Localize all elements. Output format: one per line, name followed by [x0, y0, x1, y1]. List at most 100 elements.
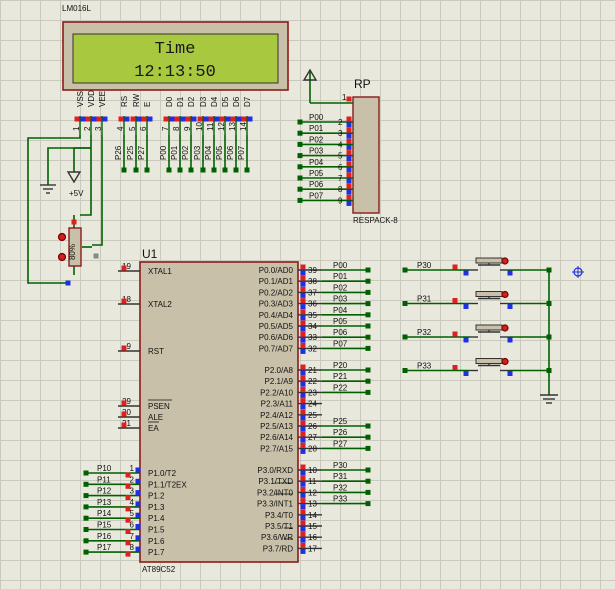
gnd-branch: [47, 147, 91, 185]
pot-label: 80%: [68, 244, 77, 260]
switch-cap[interactable]: [475, 358, 503, 364]
lcd-pin-marker: [96, 116, 102, 122]
pin-marker: [300, 415, 306, 421]
lcd-screen: [72, 33, 279, 84]
mcu-pin-name: P0.1/AD1: [259, 277, 294, 286]
lcd-pin-marker: [102, 116, 108, 122]
pin-marker: [452, 331, 458, 337]
lcd-pin-marker: [191, 116, 197, 122]
mcu-pin-num: 37: [308, 288, 317, 297]
switch-indicator-icon: [501, 257, 509, 265]
mcu-pin-name: P3.5/T1: [265, 522, 294, 531]
pin-marker: [300, 375, 306, 381]
lcd-pin-marker: [230, 116, 236, 122]
mcu-body[interactable]: [139, 261, 299, 563]
mcu-pin-num: 13: [308, 500, 317, 509]
mcu-pin-name: P1.4: [148, 514, 165, 523]
lcd-pin-num: 4: [116, 126, 125, 131]
potentiometer-body[interactable]: [68, 227, 82, 267]
net-terminal: [365, 345, 371, 351]
mcu-pin-name: P3.1/TXD: [258, 477, 293, 486]
net-terminal: [200, 167, 206, 173]
pin-marker: [300, 475, 306, 481]
net-terminal: [365, 478, 371, 484]
pin-marker: [300, 275, 306, 281]
net-terminal: [83, 549, 89, 555]
pin-marker: [125, 529, 131, 534]
pin-marker: [135, 478, 141, 484]
button-net-label: P31: [417, 295, 432, 304]
lcd-pin-marker: [141, 116, 147, 122]
mcu-pin-name: P2.0/A8: [265, 366, 294, 375]
lcd-pin-marker: [241, 116, 247, 122]
p3-net-label: P32: [333, 483, 348, 492]
lcd-pin-name: VSS: [76, 91, 85, 107]
net-terminal: [365, 434, 371, 440]
pot-pin-icon: [57, 232, 67, 242]
respack-body[interactable]: [352, 96, 380, 214]
pin-marker: [463, 371, 469, 376]
lcd-pin-name: RS: [120, 96, 129, 107]
switch-cap[interactable]: [475, 257, 503, 264]
mcu-pin-num: 3: [130, 487, 135, 496]
rp-pin-num: 6: [338, 163, 343, 172]
lcd-pin-marker: [118, 116, 124, 122]
pin-marker: [65, 280, 71, 286]
lcd-data-net: P00: [159, 145, 168, 160]
pin-marker: [93, 253, 99, 259]
mcu-pin-name: P1.6: [148, 537, 165, 546]
lcd-pin-num: 11: [206, 122, 215, 131]
p1-net-label: P16: [97, 532, 112, 541]
rp-pin-num: 8: [338, 185, 343, 194]
p3-net-label: P30: [333, 461, 348, 470]
lcd-data-net: P05: [215, 145, 224, 160]
mcu-pin-name: P1.3: [148, 503, 165, 512]
mcu-pin-name: P3.2/INT0: [257, 488, 294, 497]
net-terminal: [83, 538, 89, 544]
lcd-pin-name: D2: [187, 96, 196, 107]
pin-marker: [300, 398, 306, 404]
rp-part: RESPACK-8: [353, 216, 398, 225]
pin-marker: [300, 304, 306, 310]
pin-marker: [300, 492, 306, 498]
lcd-pin-num: 7: [161, 126, 170, 131]
lcd-pin-marker: [185, 116, 191, 122]
lcd-pin-marker: [147, 116, 153, 122]
pin-marker: [346, 161, 352, 167]
pin-marker: [300, 292, 306, 298]
net-terminal: [297, 164, 303, 170]
pin-marker: [125, 495, 131, 501]
lcd-pin-name: D7: [243, 96, 252, 107]
pin-marker: [346, 167, 352, 173]
lcd-pin-num: 1: [72, 126, 81, 131]
pin-marker: [300, 509, 306, 515]
net-terminal: [297, 197, 303, 203]
switch-indicator-icon: [501, 357, 509, 366]
lcd-pin-num: 3: [94, 126, 103, 131]
mcu-pin-num: 19: [122, 262, 131, 271]
rp-ref: RP: [354, 77, 371, 91]
pin-marker: [346, 150, 352, 156]
pin-marker: [300, 348, 306, 354]
switch-cap[interactable]: [475, 291, 503, 297]
lcd-pin-marker: [219, 116, 225, 122]
switch-cap[interactable]: [475, 324, 503, 331]
lcd-pin-marker: [124, 116, 130, 122]
lcd-pin-marker: [130, 116, 136, 122]
p3-net-label: P33: [333, 495, 348, 504]
mcu-pin-name: P0.3/AD3: [259, 300, 294, 309]
mcu-pin-num: 30: [122, 408, 131, 417]
rp-pin-num: 5: [338, 152, 343, 161]
lcd-pin-name: VEE: [98, 91, 107, 107]
pin-marker: [452, 365, 458, 370]
mcu-pin-name: P1.2: [148, 492, 165, 501]
pin-marker: [346, 116, 352, 122]
pin-marker: [121, 411, 127, 417]
pin-marker: [300, 381, 306, 387]
pin-marker: [346, 172, 352, 178]
rp-net-label: P06: [309, 180, 324, 189]
lcd-pin-name: D4: [210, 96, 219, 107]
rp-pin1: 1: [342, 93, 347, 102]
